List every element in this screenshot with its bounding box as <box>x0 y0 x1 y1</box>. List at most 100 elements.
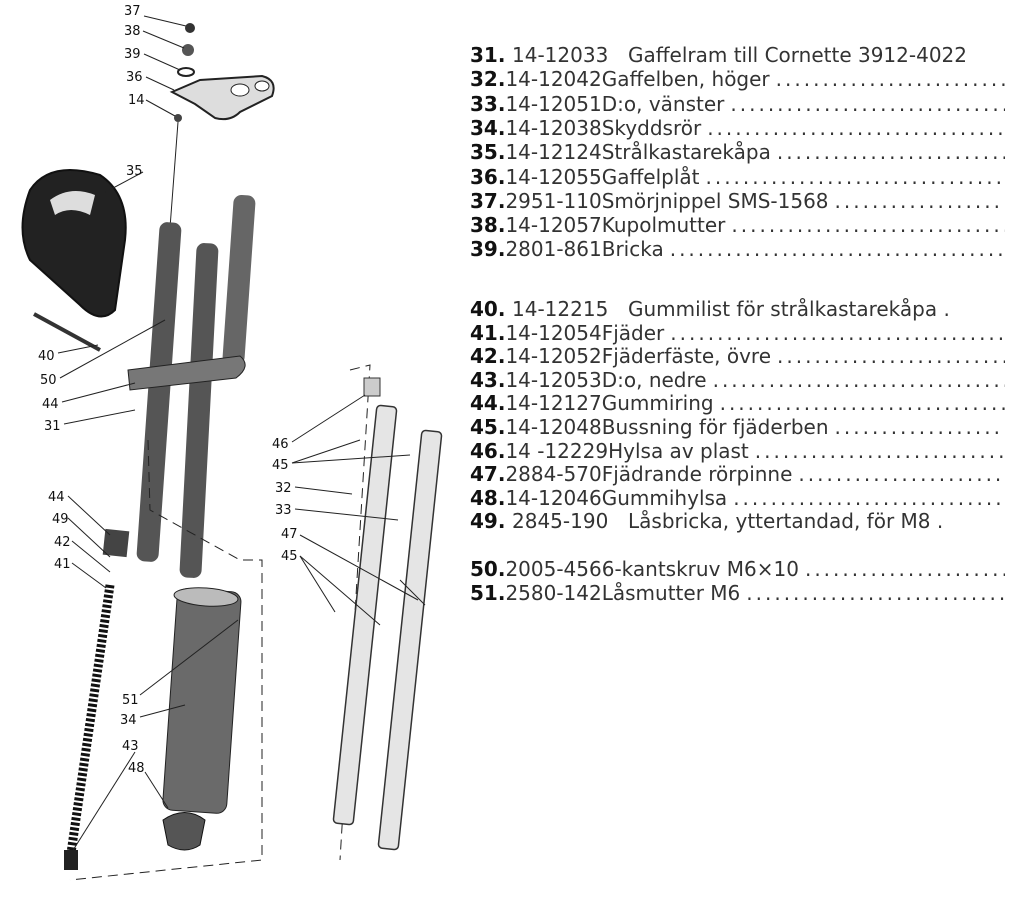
callout-label: 35 <box>126 164 143 179</box>
part-number: 14-12046 <box>505 485 602 510</box>
part-description: D:o, vänster <box>601 91 725 116</box>
part-description: Låsmutter M6 <box>601 581 741 605</box>
part-number: 14-12048 <box>505 415 602 439</box>
rubber-sleeve <box>162 812 206 851</box>
leader-dots <box>798 462 1005 486</box>
spring <box>65 584 115 861</box>
callout-label: 51 <box>122 693 139 708</box>
callout-label: 39 <box>124 47 141 62</box>
part-number: 14-12038 <box>505 115 602 140</box>
callout-label: 14 <box>128 93 145 108</box>
callout-label: 50 <box>40 373 57 388</box>
callout-label: 41 <box>54 557 71 572</box>
leader-dots <box>713 368 1005 392</box>
grease-nipple <box>185 23 195 33</box>
rubber-strip <box>33 312 101 352</box>
fork-leg-left <box>377 429 443 851</box>
part-number: 14-12054 <box>505 320 602 345</box>
part-description: Gaffelplåt <box>601 164 700 189</box>
callout-label: 42 <box>54 535 71 550</box>
part-number: 14-12124 <box>505 140 602 165</box>
part-description: Smörjnippel SMS-1568 <box>601 188 829 213</box>
leader-dots <box>835 415 1005 439</box>
item-number: 41. <box>470 320 506 345</box>
item-number: 31. <box>470 43 506 67</box>
protective-tube <box>162 588 242 814</box>
fork-leg-right <box>332 404 398 826</box>
part-description: Fjäderfäste, övre <box>601 344 772 369</box>
leader-dots <box>835 189 1005 213</box>
part-number: 14-12215 <box>512 297 609 321</box>
callout-label: 34 <box>120 713 137 728</box>
item-number: 42. <box>470 344 506 369</box>
item-number: 37. <box>470 188 506 213</box>
part-description: Gummiring <box>601 391 714 416</box>
item-number: 48. <box>470 485 506 510</box>
part-number: 14-12055 <box>505 164 602 189</box>
callout-label: 48 <box>128 761 145 776</box>
part-number: 14-12127 <box>505 391 602 416</box>
item-number: 47. <box>470 462 506 487</box>
callout-label: 38 <box>124 24 141 39</box>
fork-tubes <box>127 194 256 578</box>
callout-label: 44 <box>42 397 59 412</box>
part-number: 14-12057 <box>505 213 602 238</box>
part-number: 14-12033 <box>512 43 609 67</box>
part-number: 2005-456 <box>505 557 602 581</box>
callout-label: 49 <box>52 512 69 527</box>
part-description: Gummilist för strålkastarekåpa . <box>628 297 950 321</box>
leader-dots <box>720 391 1005 415</box>
part-description: Strålkastarekåpa <box>601 140 771 165</box>
item-number: 49. <box>470 509 506 534</box>
part-description: Gaffelben, höger <box>601 67 770 92</box>
part-description: D:o, nedre <box>601 367 707 392</box>
part-description: Bussning för fjäderben <box>601 415 829 439</box>
leader-dots <box>805 557 1005 581</box>
leader-dots <box>670 321 1005 345</box>
leader-dots <box>731 213 1005 237</box>
callout-label: 44 <box>48 490 65 505</box>
part-number: 14-12052 <box>505 344 602 369</box>
item-number: 51. <box>470 581 506 605</box>
part-description: Hylsa av plast <box>608 438 749 463</box>
part-number: 2951-110 <box>505 188 602 213</box>
part-number: 2580-142 <box>505 581 602 605</box>
leader-dots <box>705 165 1005 189</box>
exploded-fork-diagram: 37 38 39 36 14 35 40 50 44 31 44 49 42 4… <box>21 4 443 881</box>
leader-dots <box>746 581 1005 605</box>
part-number: 14 -12229 <box>505 438 609 463</box>
part-number: 2884-570 <box>505 462 602 487</box>
part-description: Fjäder <box>601 320 665 345</box>
callout-label: 36 <box>126 70 143 85</box>
item-number: 38. <box>470 213 506 238</box>
part-description: 6-kantskruv M6×10 <box>601 557 799 581</box>
leader-dots <box>776 67 1005 91</box>
callout-label: 32 <box>275 481 292 496</box>
leader-dots <box>755 439 1005 463</box>
item-number: 39. <box>470 237 506 262</box>
leader-dots <box>730 92 1005 116</box>
leader-dots <box>777 344 1005 368</box>
leader-dots <box>733 486 1005 510</box>
part-description: Bricka <box>601 237 664 262</box>
parts-list-row: 40.14-12215 Gummilist för strålkastarekåp… <box>470 297 1005 321</box>
part-number: 2801-861 <box>505 237 602 262</box>
item-number: 36. <box>470 164 506 189</box>
item-number: 40. <box>470 297 506 321</box>
callout-label: 45 <box>281 549 298 564</box>
